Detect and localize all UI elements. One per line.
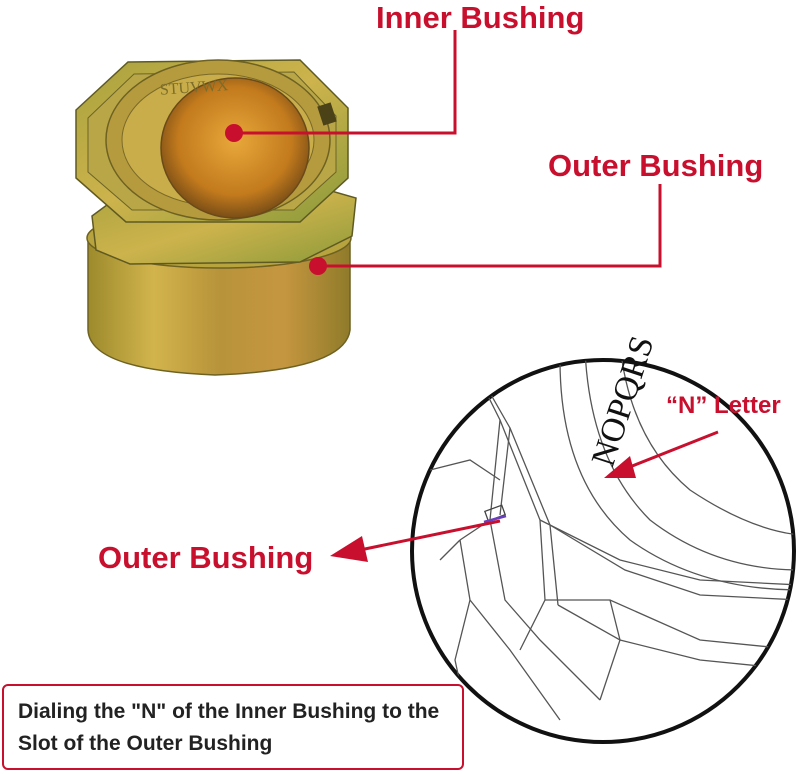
bushing-photo — [75, 59, 357, 376]
inner-bushing-label: Inner Bushing — [376, 0, 585, 35]
caption-text: Dialing the "N" of the Inner Bushing to … — [18, 700, 440, 755]
inner-bushing-callout — [225, 30, 457, 142]
n-letter-arrow — [604, 430, 719, 478]
outer-bushing-callout-top — [309, 184, 662, 275]
outer-bushing-label-left: Outer Bushing — [98, 540, 314, 575]
outer-bushing-label-top: Outer Bushing — [548, 148, 764, 183]
caption-box: Dialing the "N" of the Inner Bushing to … — [2, 684, 464, 770]
magnified-detail: NOPQRS — [410, 332, 796, 744]
engraved-letters-photo: STUVWX — [159, 77, 229, 99]
outer-bushing-arrow-left — [330, 519, 501, 562]
n-letter-label: “N” Letter — [666, 392, 781, 419]
